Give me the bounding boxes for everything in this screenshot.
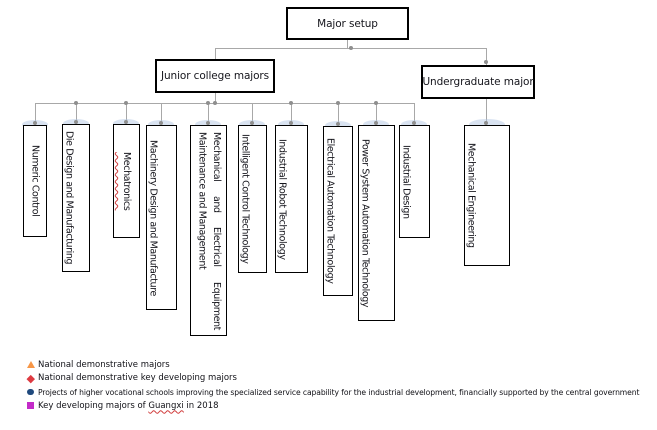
connector-line: [126, 103, 127, 124]
node-label: Die Design and Manufacturing: [63, 131, 75, 265]
connector-dot: [336, 122, 340, 126]
triangle-icon: [26, 361, 35, 369]
connector-dot: [206, 101, 210, 105]
legend-label: National demonstrative key developing ma…: [38, 373, 237, 384]
connector-dot: [349, 46, 353, 50]
connector-dot: [74, 101, 78, 105]
legend-item-national-key-developing: National demonstrative key developing ma…: [26, 372, 657, 386]
connector-line: [35, 103, 415, 104]
square-icon: [26, 401, 35, 410]
node-mechatronics: Mechatronics: [113, 124, 140, 238]
connector-line: [76, 103, 77, 124]
node-die-design-and-manufacturing: Die Design and Manufacturing: [62, 124, 90, 272]
connector-line: [252, 103, 253, 125]
node-label: Major setup: [317, 17, 378, 30]
connector-dot: [336, 101, 340, 105]
connector-line: [486, 99, 487, 125]
connector-dot: [412, 121, 416, 125]
connector-line: [208, 103, 209, 125]
node-label: Industrial Robot Technology: [276, 138, 288, 260]
connector-dot: [374, 121, 378, 125]
spellcheck-flagged-word: Guangxi: [148, 400, 184, 411]
node-junior-college-majors: Junior college majors: [155, 59, 275, 93]
connector-line: [347, 40, 348, 48]
connector-dot: [33, 121, 37, 125]
connector-line: [215, 93, 216, 103]
connector-dot: [374, 101, 378, 105]
node-industrial-design: Industrial Design: [399, 125, 430, 238]
legend-label: Projects of higher vocational schools im…: [38, 386, 640, 397]
connector-line: [215, 48, 216, 59]
connector-line: [376, 103, 377, 125]
node-label: Intelligent Control Technology: [239, 134, 251, 264]
node-label: Numeric Control: [29, 145, 41, 217]
connector-line: [486, 48, 487, 65]
node-label: Mechatronics: [121, 151, 133, 211]
connector-dot: [484, 60, 488, 64]
node-mechanical-engineering: Mechanical Engineering: [464, 125, 510, 266]
legend-item-guangxi-key-developing: Key developing majors of Guangxi in 2018: [26, 399, 657, 413]
node-label: Mechanical Engineering: [465, 143, 477, 248]
connector-dot: [250, 121, 254, 125]
label-line-1: Mechanical and Electrical Equipment: [210, 131, 222, 330]
connector-dot: [74, 120, 78, 124]
legend-item-central-government-projects: Projects of higher vocational schools im…: [26, 385, 657, 399]
connector-line: [291, 103, 292, 125]
connector-dot: [289, 101, 293, 105]
connector-dot: [159, 121, 163, 125]
node-label: Undergraduate major: [422, 76, 534, 88]
legend-label: National demonstrative majors: [38, 359, 170, 370]
connector-line: [161, 103, 162, 125]
connector-dot: [213, 101, 217, 105]
node-intelligent-control-technology: Intelligent Control Technology: [238, 125, 267, 273]
node-major-setup: Major setup: [286, 7, 409, 40]
node-label: Junior college majors: [160, 70, 270, 82]
node-numeric-control: Numeric Control: [23, 125, 47, 237]
legend: National demonstrative majors National d…: [26, 358, 657, 412]
diamond-icon: [26, 374, 35, 383]
node-undergraduate-major: Undergraduate major: [421, 65, 535, 99]
connector-dot: [289, 121, 293, 125]
node-industrial-robot-technology: Industrial Robot Technology: [275, 125, 308, 273]
connector-dot: [206, 121, 210, 125]
node-label: Electrical Automation Technology: [324, 138, 336, 284]
node-electrical-automation-technology: Electrical Automation Technology: [323, 126, 353, 296]
node-label: Mechanical and Electrical Equipment Main…: [194, 132, 223, 330]
node-power-system-automation-technology: Power System Automation Technology: [358, 125, 395, 321]
connector-dot: [124, 120, 128, 124]
node-label: Industrial Design: [400, 144, 412, 219]
legend-label: Key developing majors of Guangxi in 2018: [38, 400, 219, 411]
label-line-2: Maintenance and Management: [196, 131, 208, 269]
connector-dot: [484, 121, 488, 125]
connector-line: [338, 103, 339, 126]
node-machinery-design-and-manufacture: Machinery Design and Manufacture: [146, 125, 177, 310]
node-mechanical-electrical-equipment-maintenance-management: Mechanical and Electrical Equipment Main…: [190, 125, 227, 336]
legend-item-national-demonstrative: National demonstrative majors: [26, 358, 657, 372]
node-label: Machinery Design and Manufacture: [147, 139, 159, 296]
node-label: Power System Automation Technology: [359, 138, 371, 308]
connector-dot: [124, 101, 128, 105]
circle-icon: [26, 388, 35, 396]
connector-line: [414, 103, 415, 125]
connector-line: [35, 103, 36, 125]
